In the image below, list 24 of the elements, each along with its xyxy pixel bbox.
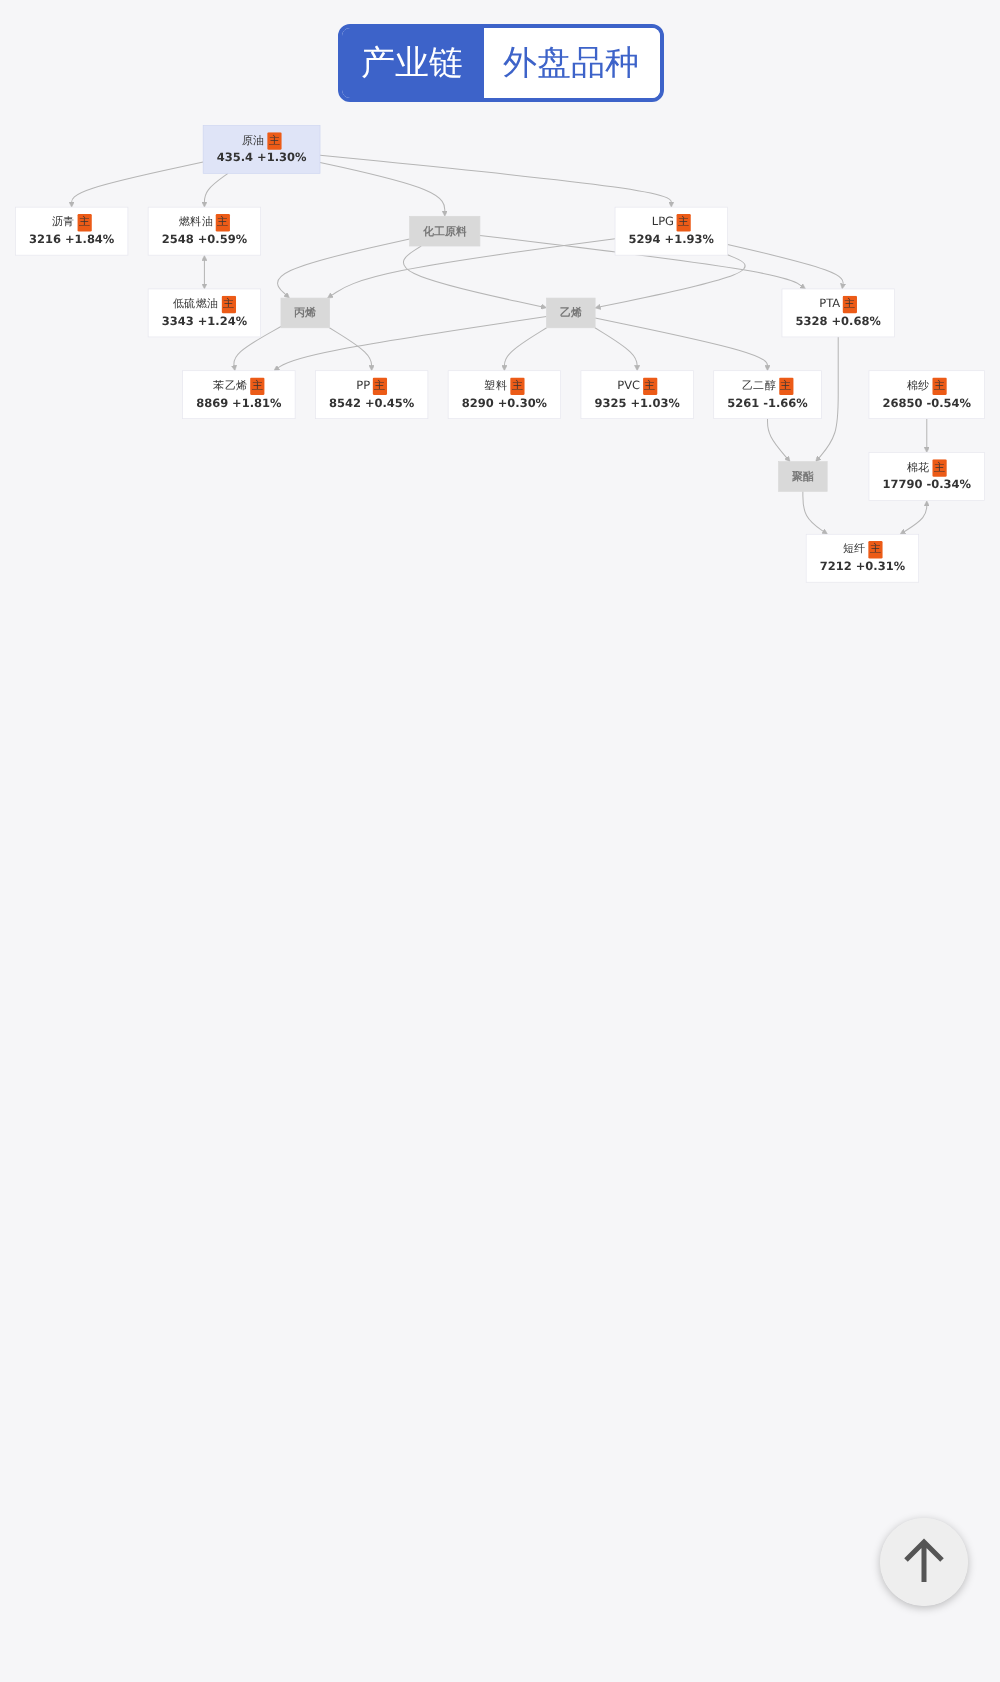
arrow: [201, 172, 229, 208]
arrow: [273, 316, 547, 371]
arrow: [479, 234, 806, 290]
arrow: [402, 245, 547, 310]
tab: 产业链: [341, 28, 483, 98]
arrow: [899, 500, 930, 535]
arrow: [328, 327, 375, 371]
arrow: [501, 327, 548, 371]
arrow: [594, 317, 771, 371]
arrow: [815, 336, 839, 462]
arrow: [201, 255, 208, 290]
arrow: [767, 418, 791, 462]
arrow: [231, 326, 282, 371]
arrow: [319, 154, 675, 208]
arrow: [319, 161, 448, 217]
arrow: [594, 327, 641, 371]
arrow: [594, 254, 746, 310]
arrow: [923, 418, 930, 453]
arrow: [277, 238, 411, 299]
arrow: [68, 161, 204, 208]
arrow: [802, 490, 828, 535]
arrow: [727, 243, 846, 290]
tab: 外盘品种: [483, 28, 659, 98]
arrow: [327, 238, 616, 299]
